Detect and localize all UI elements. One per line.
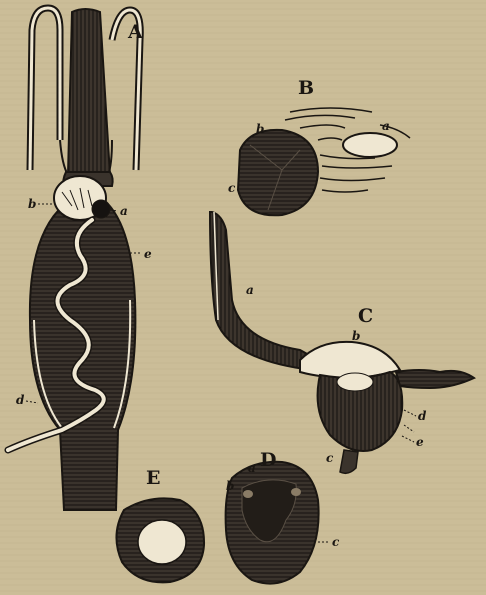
figure-d-title: D — [260, 449, 276, 471]
figure-d-label-b: b — [226, 479, 234, 493]
figure-b-light-body — [343, 133, 397, 157]
figure-b-label-a: a — [382, 119, 390, 133]
figure-c-label-c: c — [326, 451, 334, 465]
figure-c-title: C — [358, 305, 373, 327]
figure-e-hole — [138, 520, 186, 564]
figure-a-label-d: d — [16, 393, 25, 407]
figure-e-title: E — [146, 467, 160, 489]
figure-c-label-b: b — [352, 329, 360, 343]
figure-a-label-a: a — [120, 204, 128, 218]
figure-d-label-a: a — [248, 461, 256, 475]
figure-b-label-b: b — [256, 122, 264, 136]
figure-a-label-e: e — [144, 247, 152, 261]
figure-a-title: A — [127, 21, 143, 43]
figure-c-label-d: d — [418, 409, 427, 423]
figure-a-nodule — [92, 200, 110, 218]
figure-b-dark-mass — [238, 130, 318, 215]
figure-b-label-c: c — [228, 181, 236, 195]
figure-c-label-a: a — [246, 283, 254, 297]
figure-c-label-e: e — [416, 435, 424, 449]
figure-b-title: B — [298, 77, 314, 99]
figure-d-label-c: c — [332, 535, 340, 549]
figure-a-label-b: b — [28, 197, 36, 211]
